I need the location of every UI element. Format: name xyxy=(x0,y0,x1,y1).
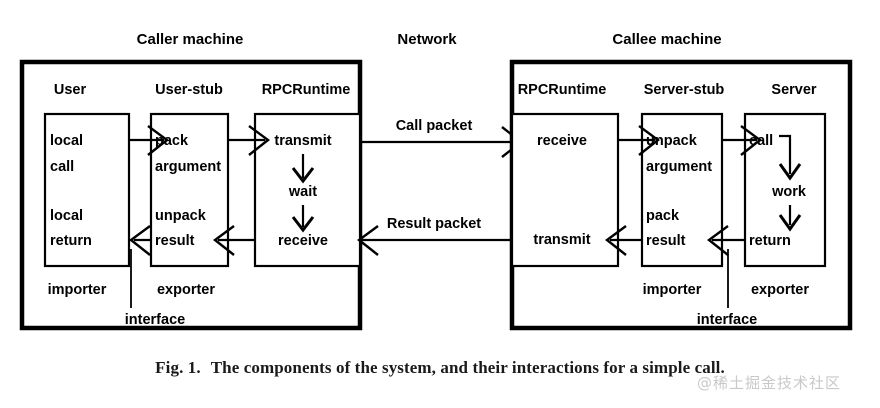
result-packet-arrow xyxy=(357,225,512,256)
caller-importer-label: importer xyxy=(48,282,107,298)
server-return-label: return xyxy=(749,233,791,249)
callee-importer-label: importer xyxy=(643,282,702,298)
call-packet-label: Call packet xyxy=(396,118,473,134)
figure-caption-text: The components of the system, and their … xyxy=(210,358,725,377)
caller-interface-label: interface xyxy=(125,312,185,328)
callee-column-title-rpcruntime: RPCRuntime xyxy=(518,82,607,98)
user-local-label: local xyxy=(50,133,83,149)
user-component-box xyxy=(43,112,131,268)
server-stub-to-server-arrow xyxy=(722,125,762,156)
callee-rpcruntime-transmit-label: transmit xyxy=(533,232,590,248)
user-stub-result-label: result xyxy=(155,233,195,249)
server-stub-to-callee-rpcruntime-arrow xyxy=(605,225,642,256)
server-stub-pack-label: pack xyxy=(646,208,680,224)
caller-rpcruntime-receive-label: receive xyxy=(278,233,328,249)
caller-column-title-user: User xyxy=(54,82,87,98)
figure-caption: Fig. 1. The components of the system, and… xyxy=(0,358,880,378)
server-call-to-work-arrow xyxy=(778,134,802,181)
callee-interface-label: interface xyxy=(697,312,757,328)
caller-machine-title: Caller machine xyxy=(137,31,244,48)
callee-machine-title: Callee machine xyxy=(612,31,721,48)
user-call-label: call xyxy=(50,159,74,175)
figure-number: Fig. 1. xyxy=(155,358,201,377)
server-stub-argument-label: argument xyxy=(646,159,712,175)
caller-rpcruntime-wait-label: wait xyxy=(288,184,317,200)
user-stub-to-user-arrow xyxy=(129,225,151,256)
user-return-label: return xyxy=(50,233,92,249)
caller-runtime-wait-to-receive-arrow xyxy=(291,205,315,233)
caller-column-title-user-stub: User-stub xyxy=(155,82,223,98)
user-stub-unpack-label: unpack xyxy=(155,208,207,224)
callee-column-title-server: Server xyxy=(771,82,817,98)
user-stub-to-rpcruntime-arrow xyxy=(228,125,270,156)
callee-rpcruntime-component-box xyxy=(510,112,620,268)
caller-column-title-rpcruntime: RPCRuntime xyxy=(262,82,351,98)
caller-runtime-transmit-to-wait-arrow xyxy=(291,154,315,184)
callee-exporter-label: exporter xyxy=(751,282,809,298)
callee-rpcruntime-to-server-stub-arrow xyxy=(618,125,660,156)
result-packet-label: Result packet xyxy=(387,216,481,232)
caller-exporter-label: exporter xyxy=(157,282,215,298)
server-stub-unpack-label: unpack xyxy=(646,133,698,149)
server-to-server-stub-arrow xyxy=(707,225,745,256)
callee-rpcruntime-receive-label: receive xyxy=(537,133,587,149)
server-work-to-return-arrow xyxy=(778,205,802,232)
caller-rpcruntime-to-user-stub-arrow xyxy=(213,225,255,256)
user-to-user-stub-arrow xyxy=(129,125,169,156)
user-stub-argument-label: argument xyxy=(155,159,221,175)
network-title: Network xyxy=(397,31,457,48)
server-stub-result-label: result xyxy=(646,233,686,249)
server-work-label: work xyxy=(771,184,807,200)
user-local-return-label-1: local xyxy=(50,208,83,224)
caller-rpcruntime-component-box xyxy=(253,112,362,268)
callee-column-title-server-stub: Server-stub xyxy=(644,82,725,98)
caller-rpcruntime-transmit-label: transmit xyxy=(274,133,331,149)
